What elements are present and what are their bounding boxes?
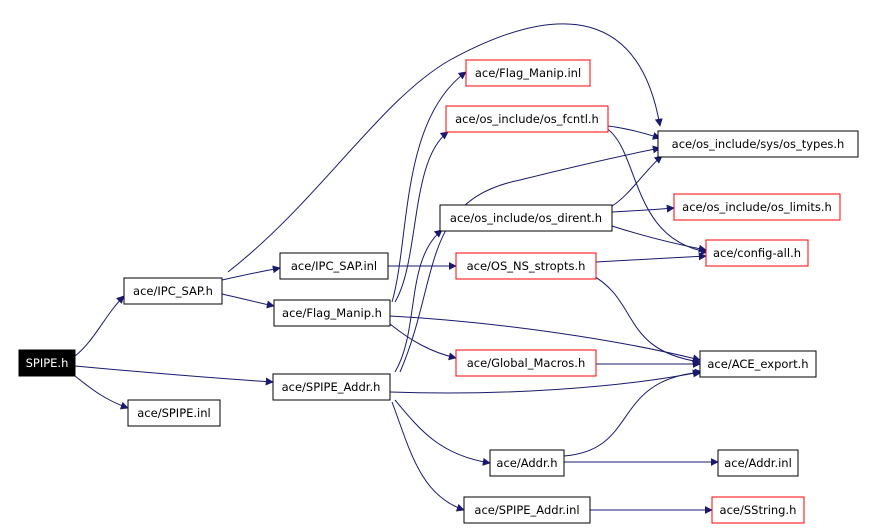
node-spipe-addr-inl[interactable]: ace/SPIPE_Addr.inl — [463, 496, 591, 524]
edge-os-dirent-to-config-all — [611, 225, 707, 253]
edge-spipe-addr-to-ace-export — [389, 369, 701, 394]
node-ipc-sap-inl[interactable]: ace/IPC_SAP.inl — [279, 252, 389, 280]
node-ace-export-h[interactable]: ace/ACE_export.h — [699, 350, 817, 378]
graph-nodes: SPIPE.h ace/IPC_SAP.h ace/SPIPE.inl ace/… — [18, 59, 859, 524]
svg-text:ace/os_include/os_limits.h: ace/os_include/os_limits.h — [682, 200, 832, 214]
edge-ipc-sap-to-flag-manip — [221, 293, 275, 309]
svg-text:ace/ACE_export.h: ace/ACE_export.h — [707, 357, 808, 371]
node-addr-h[interactable]: ace/Addr.h — [489, 449, 565, 477]
edge-flag-manip-to-flag-manip-inl — [391, 71, 467, 303]
svg-text:ace/Addr.h: ace/Addr.h — [496, 456, 557, 470]
svg-text:ace/config-all.h: ace/config-all.h — [713, 246, 801, 260]
edge-addr-to-ace-export — [563, 368, 703, 457]
edge-os-ns-stropts-to-ace-export — [589, 273, 701, 365]
edge-spipe-to-ipc-sap — [74, 295, 125, 357]
edge-os-fcntl-to-config-all — [605, 127, 709, 255]
svg-text:ace/SPIPE_Addr.inl: ace/SPIPE_Addr.inl — [474, 503, 579, 517]
edge-ipc-sap-to-os-types — [227, 23, 663, 273]
svg-text:ace/SPIPE_Addr.h: ace/SPIPE_Addr.h — [282, 380, 381, 394]
node-flag-manip-h[interactable]: ace/Flag_Manip.h — [273, 299, 391, 327]
edge-os-dirent-to-os-limits — [611, 204, 675, 213]
node-os-dirent-h[interactable]: ace/os_include/os_dirent.h — [439, 204, 613, 232]
node-os-ns-stropts-h[interactable]: ace/OS_NS_stropts.h — [455, 252, 597, 280]
svg-text:ace/Flag_Manip.inl: ace/Flag_Manip.inl — [475, 66, 581, 80]
edge-spipe-to-spipe-addr — [74, 365, 274, 386]
edge-spipe-addr-to-spipe-addr-inl — [391, 401, 465, 512]
node-spipe-h[interactable]: SPIPE.h — [18, 349, 76, 377]
edge-flag-manip-to-os-fcntl — [394, 131, 449, 303]
svg-text:ace/IPC_SAP.h: ace/IPC_SAP.h — [133, 284, 213, 298]
edge-ipc-sap-to-ipc-sap-inl — [221, 265, 281, 281]
svg-text:ace/os_include/sys/os_types.h: ace/os_include/sys/os_types.h — [672, 137, 845, 151]
node-os-fcntl-h[interactable]: ace/os_include/os_fcntl.h — [445, 105, 609, 133]
svg-text:SPIPE.h: SPIPE.h — [26, 356, 69, 370]
node-addr-inl[interactable]: ace/Addr.inl — [717, 449, 799, 477]
graph-edges — [74, 23, 719, 514]
svg-text:ace/SPIPE.inl: ace/SPIPE.inl — [137, 406, 210, 420]
edge-flag-manip-to-global-macros — [389, 323, 457, 361]
svg-text:ace/Addr.inl: ace/Addr.inl — [724, 456, 792, 470]
node-os-limits-h[interactable]: ace/os_include/os_limits.h — [673, 193, 841, 221]
edge-os-ns-stropts-to-config-all — [595, 252, 707, 263]
node-sstring-h[interactable]: ace/SString.h — [711, 496, 805, 524]
edge-spipe-to-spipe-inl — [74, 375, 129, 410]
svg-text:ace/os_include/os_dirent.h: ace/os_include/os_dirent.h — [450, 211, 602, 225]
svg-text:ace/SString.h: ace/SString.h — [720, 503, 797, 517]
svg-text:ace/os_include/os_fcntl.h: ace/os_include/os_fcntl.h — [455, 112, 599, 126]
edge-os-dirent-to-os-types — [611, 155, 663, 207]
node-os-types-h[interactable]: ace/os_include/sys/os_types.h — [657, 130, 859, 158]
svg-text:ace/IPC_SAP.inl: ace/IPC_SAP.inl — [291, 259, 377, 273]
svg-text:ace/OS_NS_stropts.h: ace/OS_NS_stropts.h — [467, 259, 586, 273]
edge-spipe-addr-to-os-types — [399, 145, 661, 373]
edge-os-fcntl-to-os-types — [607, 125, 661, 140]
edge-spipe-addr-to-os-dirent — [394, 229, 443, 373]
edge-spipe-addr-to-addr — [394, 399, 491, 466]
node-flag-manip-inl[interactable]: ace/Flag_Manip.inl — [465, 59, 591, 87]
node-spipe-inl[interactable]: ace/SPIPE.inl — [127, 399, 221, 427]
node-spipe-addr-h[interactable]: ace/SPIPE_Addr.h — [272, 373, 391, 401]
node-config-all-h[interactable]: ace/config-all.h — [705, 239, 809, 267]
svg-text:ace/Global_Macros.h: ace/Global_Macros.h — [467, 356, 586, 370]
node-ipc-sap-h[interactable]: ace/IPC_SAP.h — [123, 277, 223, 305]
node-global-macros-h[interactable]: ace/Global_Macros.h — [455, 349, 597, 377]
svg-text:ace/Flag_Manip.h: ace/Flag_Manip.h — [282, 306, 382, 320]
